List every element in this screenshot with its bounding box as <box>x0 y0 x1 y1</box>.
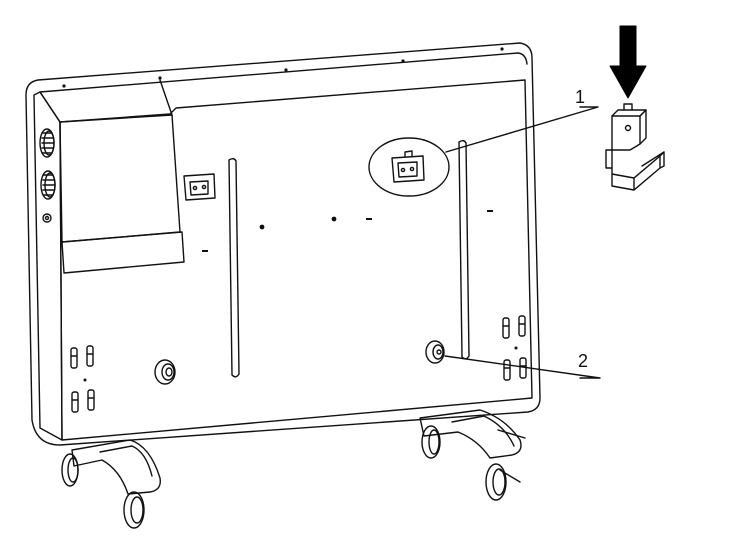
control-box <box>59 114 181 243</box>
right-vertical-slot <box>458 140 470 360</box>
left-mounting-clip <box>183 173 216 201</box>
power-knob-icon <box>40 170 56 200</box>
indicator-light-icon <box>42 213 52 223</box>
callout-1-label: 1 <box>575 87 586 107</box>
top-rim-screws <box>62 47 504 88</box>
heater-body-outline <box>25 42 541 446</box>
callout-2-leader <box>444 355 601 379</box>
left-foot <box>71 439 161 495</box>
right-vent-slots <box>502 315 527 381</box>
mounting-bracket-icon <box>605 103 665 191</box>
right-mounting-clip <box>391 150 425 183</box>
left-spacer-icon <box>154 359 176 385</box>
side-panel <box>33 91 63 441</box>
left-front-wheel-icon <box>61 453 79 487</box>
left-vent-slots <box>70 345 95 413</box>
detail-circle <box>368 137 450 197</box>
control-strip <box>61 231 185 274</box>
left-vertical-slot <box>228 158 240 378</box>
thermostat-knob-icon <box>39 128 55 158</box>
heater-top-rim <box>39 52 528 93</box>
panel-screws <box>202 210 493 252</box>
right-front-wheel-icon <box>421 425 441 459</box>
left-rear-wheel-icon <box>123 491 145 529</box>
callout-2-label: 2 <box>578 351 589 371</box>
right-rear-wheel-icon <box>485 463 507 501</box>
callout-1-leader <box>445 106 599 153</box>
down-arrow-icon <box>609 25 647 99</box>
right-foot <box>419 409 526 483</box>
right-spacer-icon <box>425 340 445 364</box>
